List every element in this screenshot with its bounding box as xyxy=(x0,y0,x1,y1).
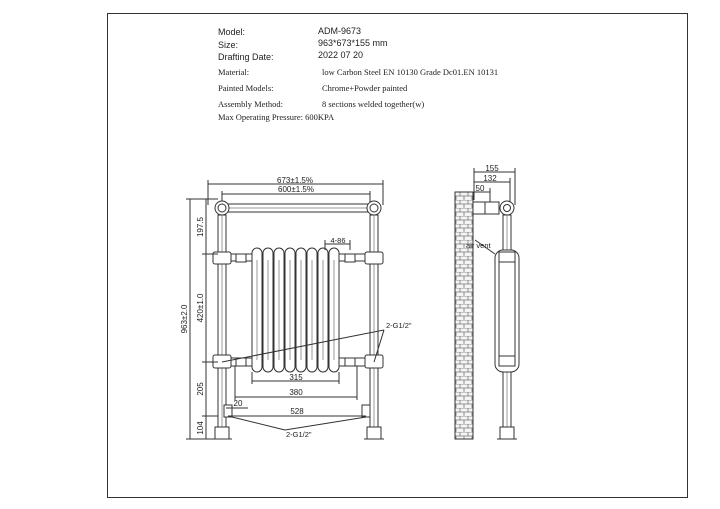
material-label: Material: xyxy=(218,67,250,77)
label-connection-lower: 2-G1/2" xyxy=(286,430,312,439)
drafting-date-label: Drafting Date: xyxy=(218,52,274,62)
size-value: 963*673*155 mm xyxy=(318,38,388,48)
dim-base-height: 104 xyxy=(196,421,205,435)
model-label: Model: xyxy=(218,27,246,37)
dim-offset: 20 xyxy=(234,399,243,408)
dim-section-spacing: 4-86 xyxy=(330,236,345,245)
painted-label: Painted Models: xyxy=(218,83,274,93)
dim-outer-column-width: 380 xyxy=(289,388,303,397)
dim-foot-width: 528 xyxy=(290,407,304,416)
dim-inner-width: 315 xyxy=(289,373,303,382)
dim-low-height: 205 xyxy=(196,382,205,396)
drafting-date-value: 2022 07 20 xyxy=(318,50,364,60)
dim-outer-width: 673±1.5% xyxy=(277,176,313,185)
dim-top-height: 197.5 xyxy=(196,216,205,237)
assembly-label: Assembly Method: xyxy=(218,99,283,109)
side-view xyxy=(454,168,520,440)
dim-rail-width: 600±1.5% xyxy=(278,185,314,194)
dim-depth-132: 132 xyxy=(483,174,497,183)
assembly-value: 8 sections welded together(w) xyxy=(322,99,425,109)
material-value: low Carbon Steel EN 10130 Grade Dc01.EN … xyxy=(322,67,499,77)
radiator-sections xyxy=(251,247,340,373)
front-view xyxy=(186,180,385,440)
dim-total-height: 963±2.0 xyxy=(180,304,189,333)
painted-value: Chrome+Powder painted xyxy=(322,83,408,93)
dim-mid-height: 420±1.0 xyxy=(196,293,205,322)
dim-depth-155: 155 xyxy=(485,164,499,173)
label-connection-upper: 2-G1/2" xyxy=(386,321,412,330)
label-air-vent: air vent xyxy=(466,241,492,250)
drawing-frame xyxy=(107,13,688,498)
dim-depth-50: 50 xyxy=(476,184,485,193)
model-value: ADM-9673 xyxy=(318,26,362,36)
max-pressure: Max Operating Pressure: 600KPA xyxy=(218,112,335,122)
size-label: Size: xyxy=(218,40,239,50)
